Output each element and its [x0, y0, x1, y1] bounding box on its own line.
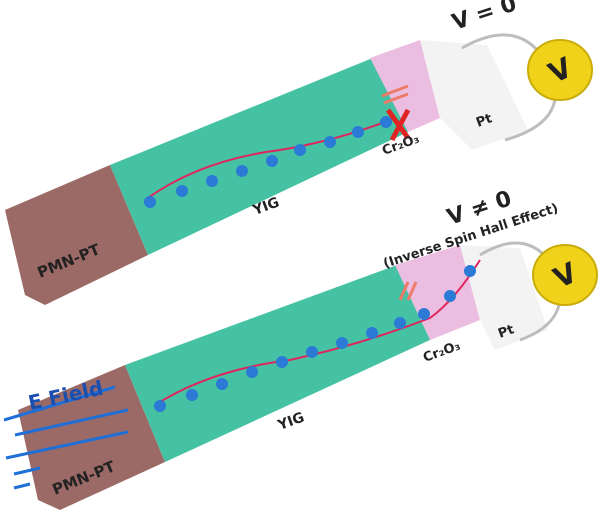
- bottom-pt-label: Pt: [496, 322, 516, 341]
- spin-site: [294, 144, 306, 156]
- spin-site: [352, 126, 364, 138]
- bottom-spin-sites: [154, 265, 476, 412]
- top-spin-sites: [144, 116, 392, 208]
- top-pmn-pt-layer: [5, 165, 148, 305]
- spin-site: [464, 265, 476, 277]
- spin-site: [246, 366, 258, 378]
- top-pt-layer: [420, 40, 528, 150]
- spin-site: [176, 185, 188, 197]
- spin-site: [236, 165, 248, 177]
- top-yig-layer: [110, 55, 408, 255]
- spin-site: [444, 290, 456, 302]
- bottom-voltmeter[interactable]: [532, 244, 598, 306]
- spin-site: [276, 356, 288, 368]
- spin-site: [306, 346, 318, 358]
- spin-site: [380, 116, 392, 128]
- x-cross-icon: [385, 108, 411, 142]
- spin-site: [418, 308, 430, 320]
- bottom-yig-label: YIG: [275, 410, 307, 435]
- spin-site: [216, 378, 228, 390]
- spin-site: [324, 136, 336, 148]
- top-blocked-arrows-icon: [381, 84, 409, 105]
- spin-site: [266, 155, 278, 167]
- bottom-pmn-pt-layer: [18, 365, 165, 510]
- spin-site: [366, 327, 378, 339]
- top-pt-label: Pt: [474, 111, 494, 130]
- spin-site: [336, 337, 348, 349]
- spin-site: [206, 175, 218, 187]
- spin-site: [186, 389, 198, 401]
- bottom-pass-arrows-icon: [398, 281, 418, 301]
- top-voltmeter[interactable]: [527, 39, 593, 101]
- bottom-cr2o3-layer: [395, 245, 480, 340]
- spin-site: [144, 196, 156, 208]
- bottom-cr2o3-label: Cr₂O₃: [421, 339, 462, 366]
- top-voltage-label: V = 0: [449, 0, 520, 36]
- bottom-spin-wave: [154, 259, 481, 406]
- e-field-lines: [3, 385, 129, 490]
- spin-site: [154, 400, 166, 412]
- spin-site: [394, 317, 406, 329]
- bottom-pt-layer: [460, 245, 548, 350]
